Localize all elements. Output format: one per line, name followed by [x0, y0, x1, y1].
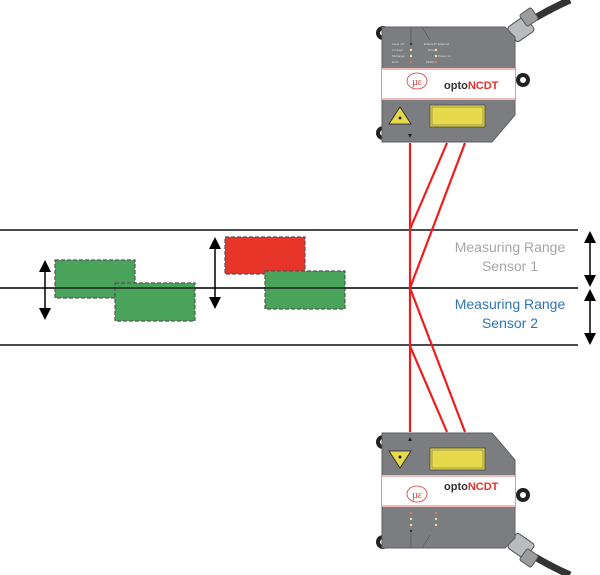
laser-warning-icon	[388, 106, 412, 125]
svg-text:In range: In range	[392, 48, 403, 52]
object-ok-2	[264, 270, 346, 310]
laser-reflect-top-1	[408, 142, 449, 230]
brand-name: optoNCDT	[444, 80, 499, 92]
svg-text:Ethernet: Ethernet	[438, 42, 450, 46]
range2-label-line1: Measuring Range	[455, 296, 566, 312]
sensor-cable	[533, 0, 572, 22]
thickness-arrow-2	[209, 237, 221, 309]
thickness-arrow-1	[39, 260, 51, 320]
range1-arrow	[584, 231, 596, 287]
object-fault	[224, 236, 306, 275]
svg-text:Power on: Power on	[438, 54, 451, 58]
svg-text:Midrange: Midrange	[392, 54, 405, 58]
object-ok-1b	[114, 282, 196, 322]
logo-text: µε	[412, 77, 422, 88]
laser-beams	[408, 142, 467, 433]
laser-reflect-bottom-2	[408, 287, 467, 433]
laser-warning-icon-bottom	[388, 450, 412, 469]
micro-epsilon-logo	[406, 72, 428, 90]
svg-text:Error: Error	[392, 60, 399, 64]
svg-text:ZERO: ZERO	[426, 60, 435, 64]
laser-reflect-top-2	[408, 142, 467, 289]
range2-arrow	[584, 289, 596, 345]
laser-warning-label	[429, 104, 486, 128]
range1-label-line1: Measuring Range	[455, 239, 566, 255]
range1-label-line2: Sensor 1	[482, 258, 538, 274]
sensor-bottom: µε optoNCDT	[376, 432, 572, 575]
laser-reflect-bottom-1	[408, 345, 449, 433]
logo-text-bottom: µε	[412, 490, 422, 501]
sensor-top: Laser off In range Midrange Error EtherC…	[376, 0, 572, 143]
svg-text:RUN: RUN	[428, 48, 435, 52]
status-leds: Laser off In range Midrange Error EtherC…	[392, 26, 451, 64]
cable-gland	[507, 7, 539, 43]
svg-text:EtherCAT: EtherCAT	[424, 42, 437, 46]
range2-label-line2: Sensor 2	[482, 315, 538, 331]
brand-name-bottom: optoNCDT	[444, 481, 499, 493]
svg-text:Laser off: Laser off	[392, 42, 404, 46]
